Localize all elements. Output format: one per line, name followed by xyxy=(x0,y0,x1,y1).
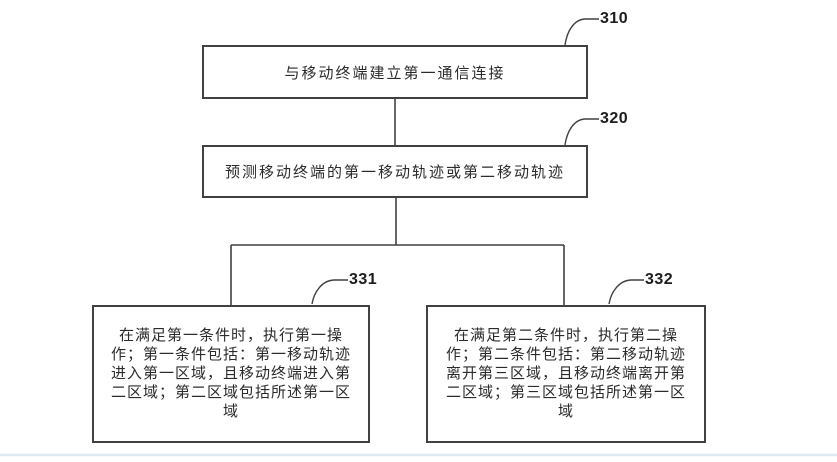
flow-box-320-text: 预测移动终端的第一移动轨迹或第二移动轨迹 xyxy=(224,165,565,181)
flow-box-310-text: 与移动终端建立第一通信连接 xyxy=(284,65,506,82)
ref-number-320: 320 xyxy=(600,110,629,127)
flow-box-310: 与移动终端建立第一通信连接 xyxy=(202,45,588,99)
leader-line-332 xyxy=(608,279,644,305)
leader-line-320 xyxy=(564,118,599,146)
ref-number-331: 331 xyxy=(349,271,378,288)
leader-line-331 xyxy=(311,279,348,305)
flow-box-320: 预测移动终端的第一移动轨迹或第二移动轨迹 xyxy=(202,145,588,198)
flow-box-331: 在满足第一条件时，执行第一操作；第一条件包括：第一移动轨迹进入第一区域，且移动终… xyxy=(92,305,370,443)
flow-box-332: 在满足第二条件时，执行第二操作；第二条件包括：第二移动轨迹离开第三区域，且移动终… xyxy=(426,305,706,443)
ref-number-332: 332 xyxy=(645,271,674,288)
ref-number-310: 310 xyxy=(600,10,629,27)
leader-line-310 xyxy=(564,18,599,46)
flow-box-332-text: 在满足第二条件时，执行第二操作；第二条件包括：第二移动轨迹离开第三区域，且移动终… xyxy=(445,327,686,420)
flow-box-331-text: 在满足第一条件时，执行第一操作；第一条件包括：第一移动轨迹进入第一区域，且移动终… xyxy=(110,327,351,420)
